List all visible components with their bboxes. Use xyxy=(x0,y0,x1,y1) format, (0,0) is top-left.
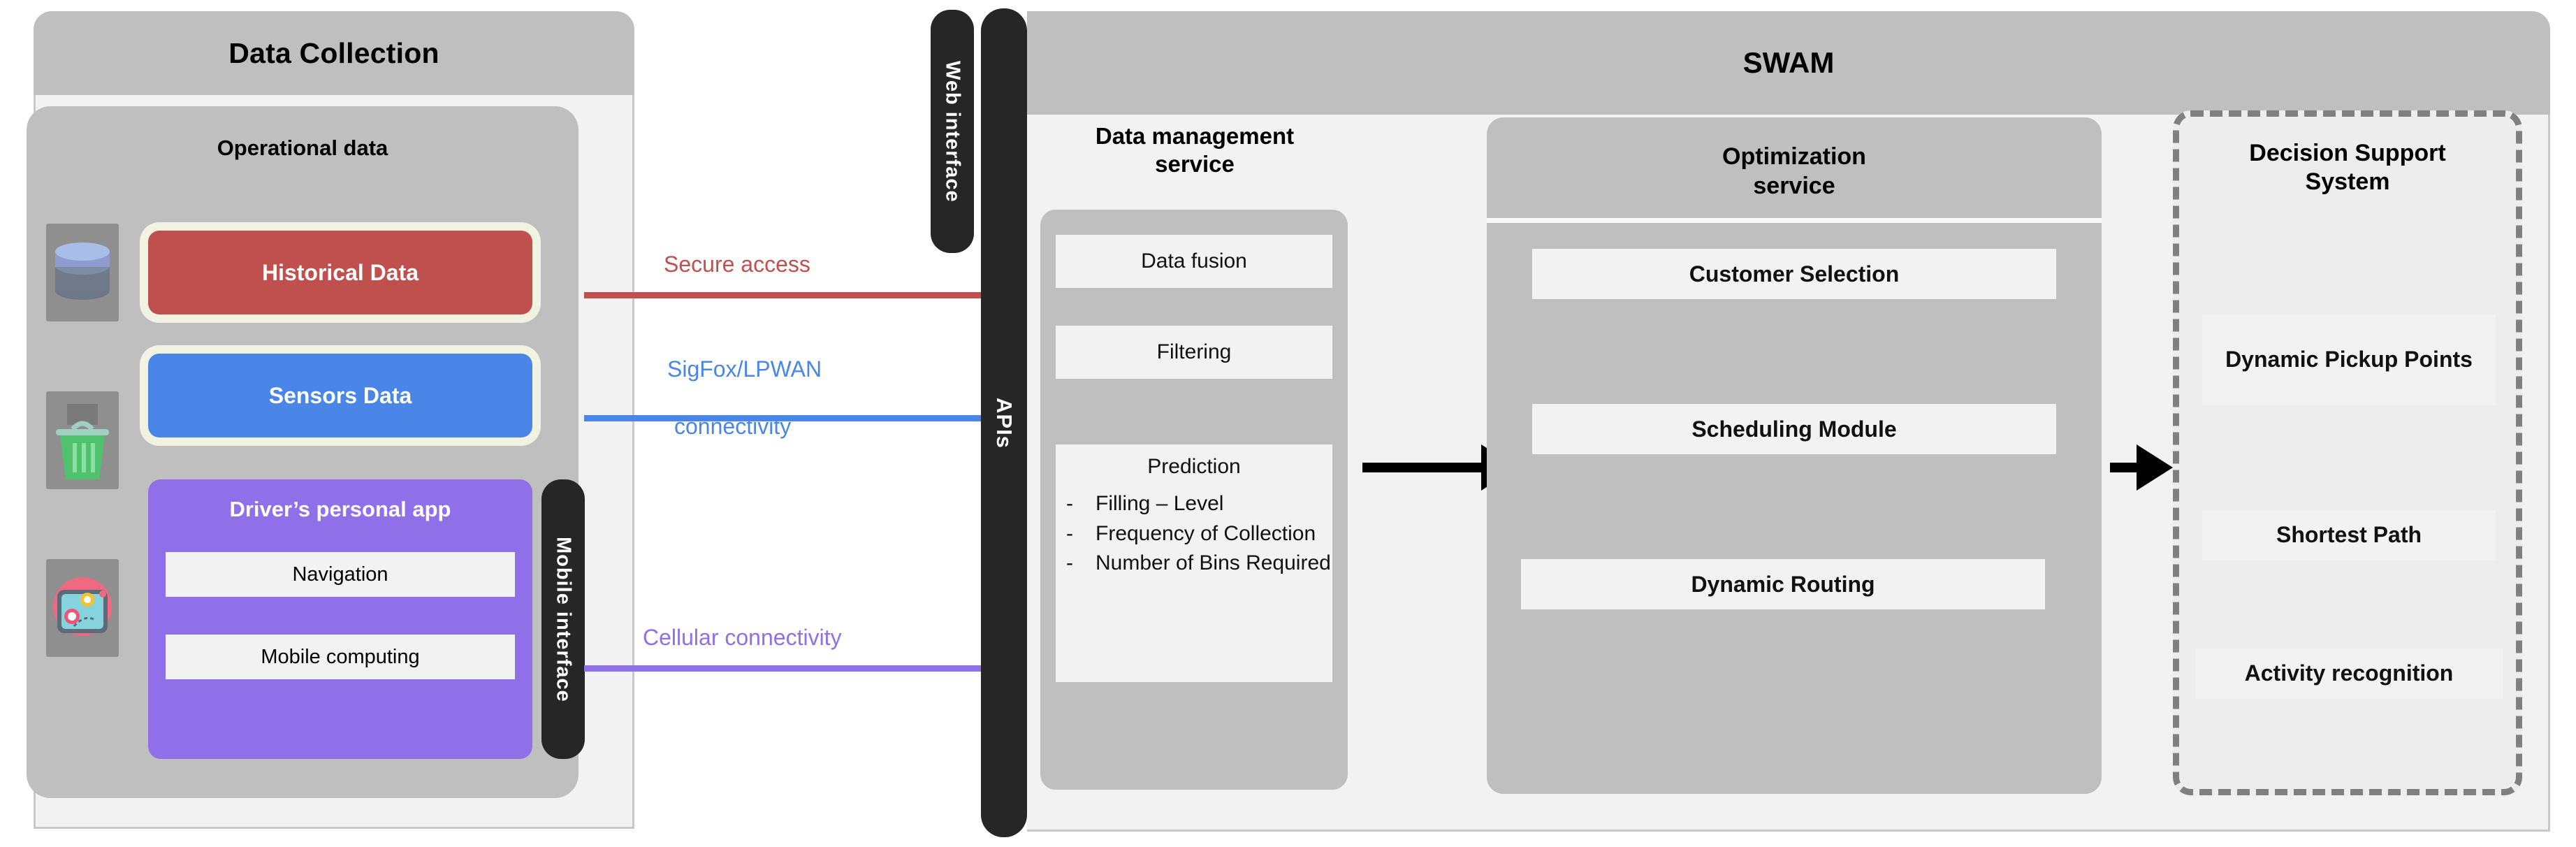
optimization-service-card xyxy=(1487,117,2102,794)
database-icon xyxy=(46,224,119,321)
secure-access-label: Secure access xyxy=(664,252,810,277)
operational-data-title: Operational data xyxy=(217,136,388,160)
dms-item-data-fusion[interactable]: Data fusion xyxy=(1056,235,1332,288)
data-collection-header xyxy=(34,11,634,95)
decision-support-system-title: Decision Support System xyxy=(2173,129,2522,206)
dms-prediction-box[interactable] xyxy=(1056,444,1332,682)
driver-mobile-computing-item[interactable]: Mobile computing xyxy=(166,635,515,679)
opt-item-scheduling-module[interactable]: Scheduling Module xyxy=(1532,404,2056,454)
swam-header xyxy=(1027,11,2550,115)
apis-label: APIs xyxy=(992,397,1017,449)
dss-item-activity-recognition[interactable]: Activity recognition xyxy=(2195,649,2503,699)
swam-title: SWAM xyxy=(1742,46,1835,79)
cellular-connector-line xyxy=(584,665,1010,672)
dms-title-line2: service xyxy=(1155,151,1235,177)
mobile-interface-label: Mobile interface xyxy=(552,536,575,702)
sensors-data-block[interactable]: Sensors Data xyxy=(148,354,532,437)
navigation-app-icon xyxy=(46,559,119,657)
opt-item-dynamic-routing[interactable]: Dynamic Routing xyxy=(1521,559,2045,609)
bullet-dash: - xyxy=(1066,492,1073,515)
mobile-interface-bar xyxy=(541,479,585,759)
dss-title-line2: System xyxy=(2305,168,2390,195)
optimization-to-dss-arrowhead-icon xyxy=(2137,444,2173,491)
sigfox-label-line1: SigFox/LPWAN xyxy=(667,356,822,382)
dms-prediction-title: Prediction xyxy=(1147,455,1241,478)
dms-to-optimization-arrow-line xyxy=(1362,463,1488,472)
dms-prediction-bullet-list: - Filling – Level - Frequency of Collect… xyxy=(1066,489,1332,579)
dms-title-line1: Data management xyxy=(1095,122,1295,149)
opt-item-customer-selection[interactable]: Customer Selection xyxy=(1532,249,2056,299)
sigfox-label-line2: connectivity xyxy=(674,414,792,439)
data-collection-title: Data Collection xyxy=(228,36,439,69)
bullet-dash: - xyxy=(1066,551,1073,575)
dss-item-shortest-path[interactable]: Shortest Path xyxy=(2202,510,2496,560)
apis-bar xyxy=(981,8,1027,837)
prediction-bullet: - Number of Bins Required xyxy=(1066,549,1332,579)
bullet-text: Number of Bins Required xyxy=(1096,551,1331,575)
bullet-text: Frequency of Collection xyxy=(1096,521,1316,545)
opt-title-line2: service xyxy=(1753,173,1835,199)
secure-access-connector-line xyxy=(584,292,1010,298)
dss-title-line1: Decision Support xyxy=(2249,139,2446,166)
historical-data-block[interactable]: Historical Data xyxy=(148,231,532,314)
optimization-title-divider xyxy=(1487,218,2102,223)
web-interface-bar xyxy=(931,10,974,253)
web-interface-label: Web interface xyxy=(941,60,964,203)
dms-item-filtering[interactable]: Filtering xyxy=(1056,326,1332,379)
driver-navigation-item[interactable]: Navigation xyxy=(166,552,515,597)
prediction-bullet: - Filling – Level xyxy=(1066,489,1332,519)
opt-title-line1: Optimization xyxy=(1722,143,1866,170)
driver-personal-app-card xyxy=(148,479,532,759)
sigfox-connector-line xyxy=(584,415,1010,421)
data-management-service-title: Data management service xyxy=(1048,112,1341,189)
bullet-text: Filling – Level xyxy=(1096,492,1224,515)
bullet-dash: - xyxy=(1066,521,1073,545)
optimization-service-title: Optimization service xyxy=(1487,133,2102,210)
cellular-connectivity-label: Cellular connectivity xyxy=(643,625,842,650)
dss-item-dynamic-pickup-points[interactable]: Dynamic Pickup Points xyxy=(2202,314,2496,405)
waste-bin-icon xyxy=(46,391,119,489)
prediction-bullet: - Frequency of Collection xyxy=(1066,519,1332,549)
driver-personal-app-title: Driver’s personal app xyxy=(229,497,451,521)
